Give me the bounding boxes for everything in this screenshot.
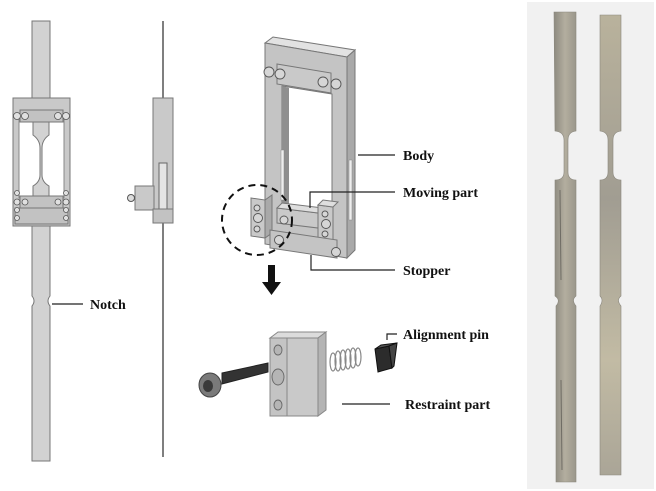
block-screw-icons: [253, 204, 341, 257]
photo-scratch: [559, 189, 562, 281]
restraint-part-label: Restraint part: [405, 398, 490, 413]
front-view: [12, 20, 71, 462]
restraint-block-top: [268, 331, 328, 339]
specimen-lower-strip: [31, 220, 51, 462]
restraint-block-front: [286, 337, 319, 417]
body-slot-left: [280, 149, 285, 201]
photo-specimen-right: [599, 14, 622, 476]
stopper-label: Stopper: [403, 264, 450, 279]
photo-background: [527, 2, 654, 489]
alignment-pin-leader: [386, 333, 397, 340]
bolt-shaft: [221, 362, 269, 385]
stopper-leader: [310, 255, 395, 271]
right-restraint-top: [316, 199, 340, 208]
spring-icon: [329, 347, 362, 372]
down-arrow-icon: [262, 265, 281, 295]
screw-icons: [13, 112, 70, 221]
side-stopper: [152, 208, 174, 224]
detail-circle: [221, 184, 293, 256]
bolt-head-socket: [203, 380, 213, 392]
exploded-parts: [198, 331, 398, 417]
side-screw-icon: [127, 194, 135, 202]
notch-label: Notch: [90, 298, 126, 313]
moving-part-leader: [309, 191, 395, 208]
stopper-bar: [14, 207, 69, 225]
top-screw-icons: [263, 66, 342, 90]
body-side-face: [346, 48, 356, 260]
side-restraint-block: [134, 185, 155, 211]
moving-part-label: Moving part: [403, 186, 478, 201]
body-slot-right: [348, 159, 353, 221]
restraint-holes: [271, 344, 285, 411]
side-slot: [158, 162, 168, 211]
photo-scratch-2: [560, 379, 563, 471]
alignment-pin-side: [388, 342, 398, 370]
restraint-block-right: [317, 331, 327, 417]
side-view: [127, 21, 174, 457]
isometric-view: [221, 36, 357, 260]
photo-specimen-left: [553, 11, 577, 483]
alignment-pin-label: Alignment pin: [403, 328, 489, 343]
body-label: Body: [403, 149, 434, 164]
